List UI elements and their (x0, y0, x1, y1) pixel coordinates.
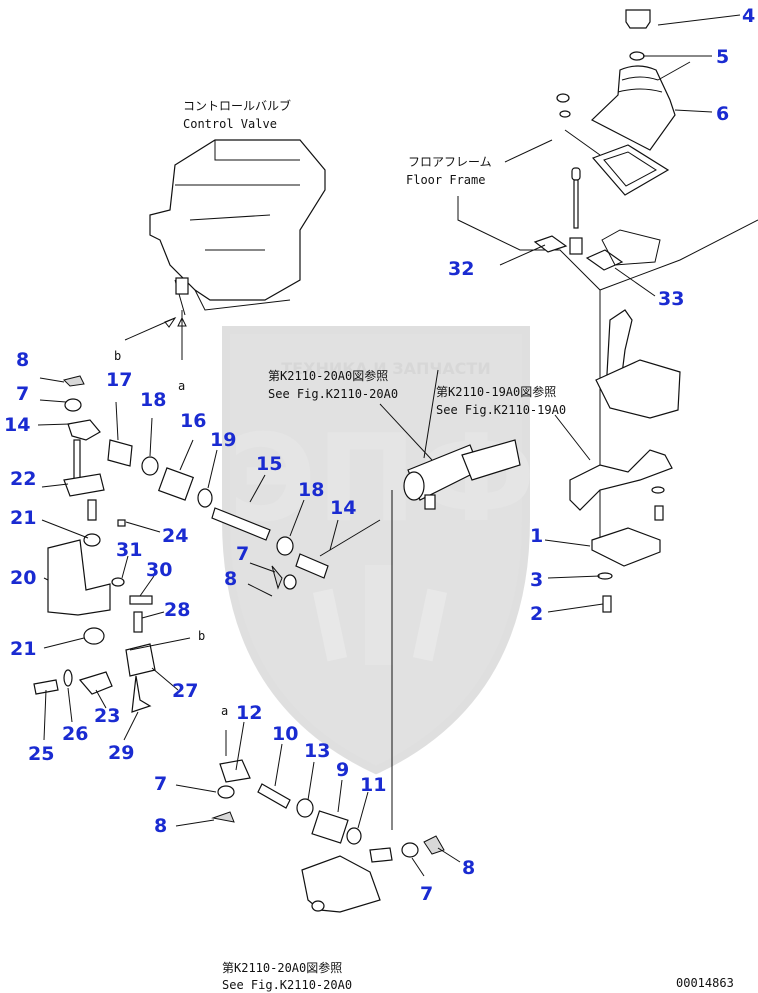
arrow-letter-a-top: a (178, 379, 185, 393)
callout-12: 12 (236, 702, 262, 724)
callout-21: 21 (10, 507, 36, 529)
callout-8d: 8 (462, 857, 475, 879)
arrow-letter-b-top: b (114, 349, 121, 363)
callout-17: 17 (106, 369, 132, 391)
callout-7c: 7 (154, 773, 167, 795)
callout-7b: 7 (236, 543, 249, 565)
knob-assembly (533, 9, 676, 271)
callout-22: 22 (10, 468, 36, 490)
callout-8b: 8 (224, 568, 237, 590)
lower-linkage (211, 730, 445, 913)
callout-24: 24 (162, 525, 188, 547)
callout-9: 9 (336, 759, 349, 781)
callout-11: 11 (360, 774, 386, 796)
callout-8c: 8 (154, 815, 167, 837)
callout-7d: 7 (420, 883, 433, 905)
callout-2: 2 (530, 603, 543, 625)
callout-29: 29 (108, 742, 134, 764)
arrow-letter-a-low: a (221, 704, 228, 718)
callout-14: 14 (4, 414, 30, 436)
callout-18: 18 (140, 389, 166, 411)
callout-14b: 14 (330, 497, 356, 519)
arrow-letter-b-mid: b (198, 629, 205, 643)
floor-frame-label-jp: フロアフレーム (408, 155, 492, 169)
watermark-letters: ЭПФ (228, 410, 536, 549)
callout-13: 13 (304, 740, 330, 762)
callout-27: 27 (172, 680, 198, 702)
callout-19: 19 (210, 429, 236, 451)
ref-20a0-jp: 第K2110-20A0図参照 (268, 368, 388, 383)
callout-21b: 21 (10, 638, 36, 660)
callout-20: 20 (10, 567, 36, 589)
control-valve-label-jp: コントロールバルブ (183, 98, 291, 113)
callout-15: 15 (256, 453, 282, 475)
control-valve (124, 139, 326, 360)
callout-numbers: 4 5 6 32 33 8 7 14 17 18 16 19 15 18 14 … (4, 5, 755, 905)
callout-30: 30 (146, 559, 172, 581)
callout-3: 3 (530, 569, 543, 591)
ref-19a0-jp: 第K2110-19A0図参照 (436, 384, 556, 399)
lever-bracket (569, 309, 681, 613)
callout-18b: 18 (298, 479, 324, 501)
ref-19a0-en: See Fig.K2110-19A0 (436, 403, 566, 417)
callout-5: 5 (716, 46, 729, 68)
leader-lines (37, 377, 461, 877)
callout-16: 16 (180, 410, 206, 432)
callout-26: 26 (62, 723, 88, 745)
callout-31: 31 (116, 539, 142, 561)
callout-23: 23 (94, 705, 120, 727)
callout-32: 32 (448, 258, 474, 280)
callout-4: 4 (742, 5, 755, 27)
callout-6: 6 (716, 103, 729, 125)
callout-8: 8 (16, 349, 29, 371)
callout-28: 28 (164, 599, 190, 621)
callout-10: 10 (272, 723, 298, 745)
watermark-caption: ТЕХНИКА И ЗАПЧАСТИ (281, 359, 490, 378)
drawing-number: 00014863 (676, 976, 734, 990)
control-valve-label-en: Control Valve (183, 117, 277, 131)
watermark-logo: ТЕХНИКА И ЗАПЧАСТИ ЭПФ (222, 326, 536, 775)
shaft-assembly (403, 439, 521, 510)
callout-7: 7 (16, 383, 29, 405)
callout-25: 25 (28, 743, 54, 765)
callout-33: 33 (658, 288, 684, 310)
callout-1: 1 (530, 525, 543, 547)
ref-bottom-jp: 第K2110-20A0図参照 (222, 960, 342, 975)
left-linkage (33, 375, 329, 713)
ref-bottom-en: See Fig.K2110-20A0 (222, 978, 352, 992)
floor-frame-label-en: Floor Frame (406, 173, 485, 187)
ref-20a0-en: See Fig.K2110-20A0 (268, 387, 398, 401)
